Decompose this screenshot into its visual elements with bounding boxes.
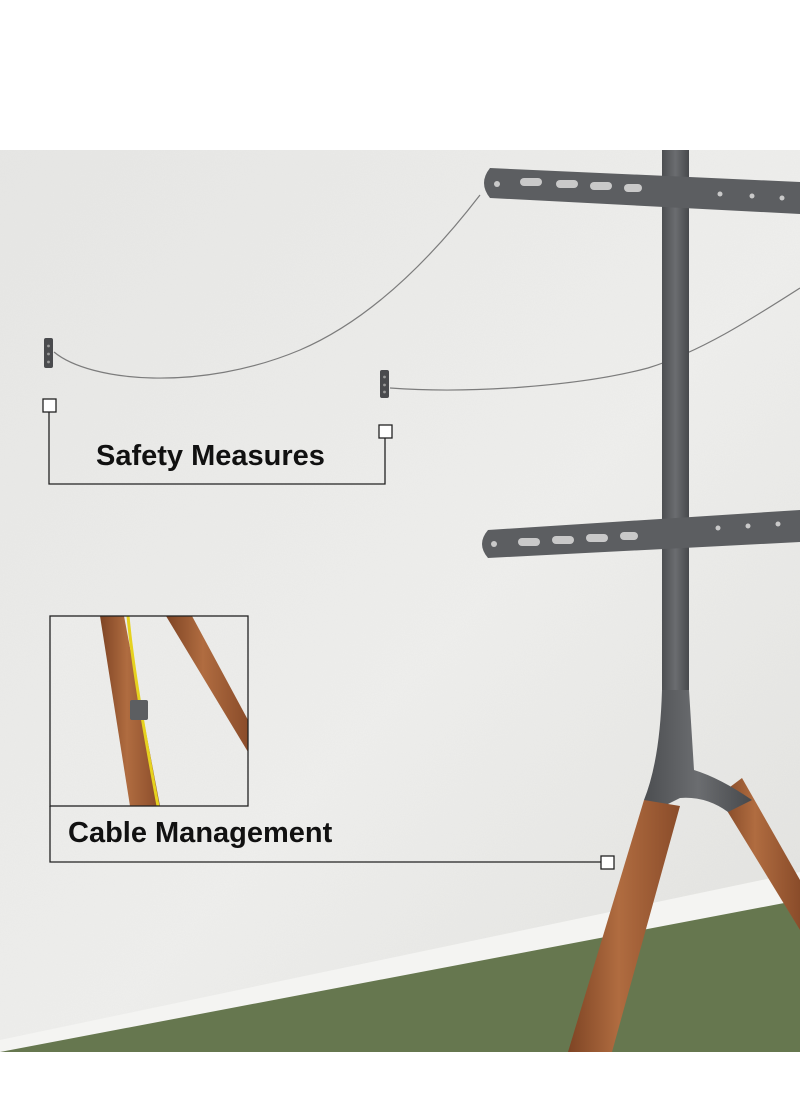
stand-leg-front xyxy=(568,800,680,1052)
wall-anchor-right xyxy=(380,370,389,398)
vesa-bar-bottom xyxy=(482,510,800,558)
safety-measures-label: Safety Measures xyxy=(96,440,325,472)
stand-joint xyxy=(644,690,752,812)
callout-cable-lines xyxy=(49,806,615,870)
callout-safety-lines xyxy=(42,398,393,485)
cable-inset xyxy=(49,615,249,807)
safety-wire-right xyxy=(389,287,800,391)
baseboard xyxy=(0,872,800,1052)
stand-pole xyxy=(662,150,689,710)
stand-leg-rear xyxy=(718,778,800,930)
vesa-bar-top xyxy=(484,168,800,214)
cable-management-label: Cable Management xyxy=(68,817,333,849)
safety-wire-left xyxy=(53,194,481,379)
wall-anchor-left xyxy=(44,338,53,368)
